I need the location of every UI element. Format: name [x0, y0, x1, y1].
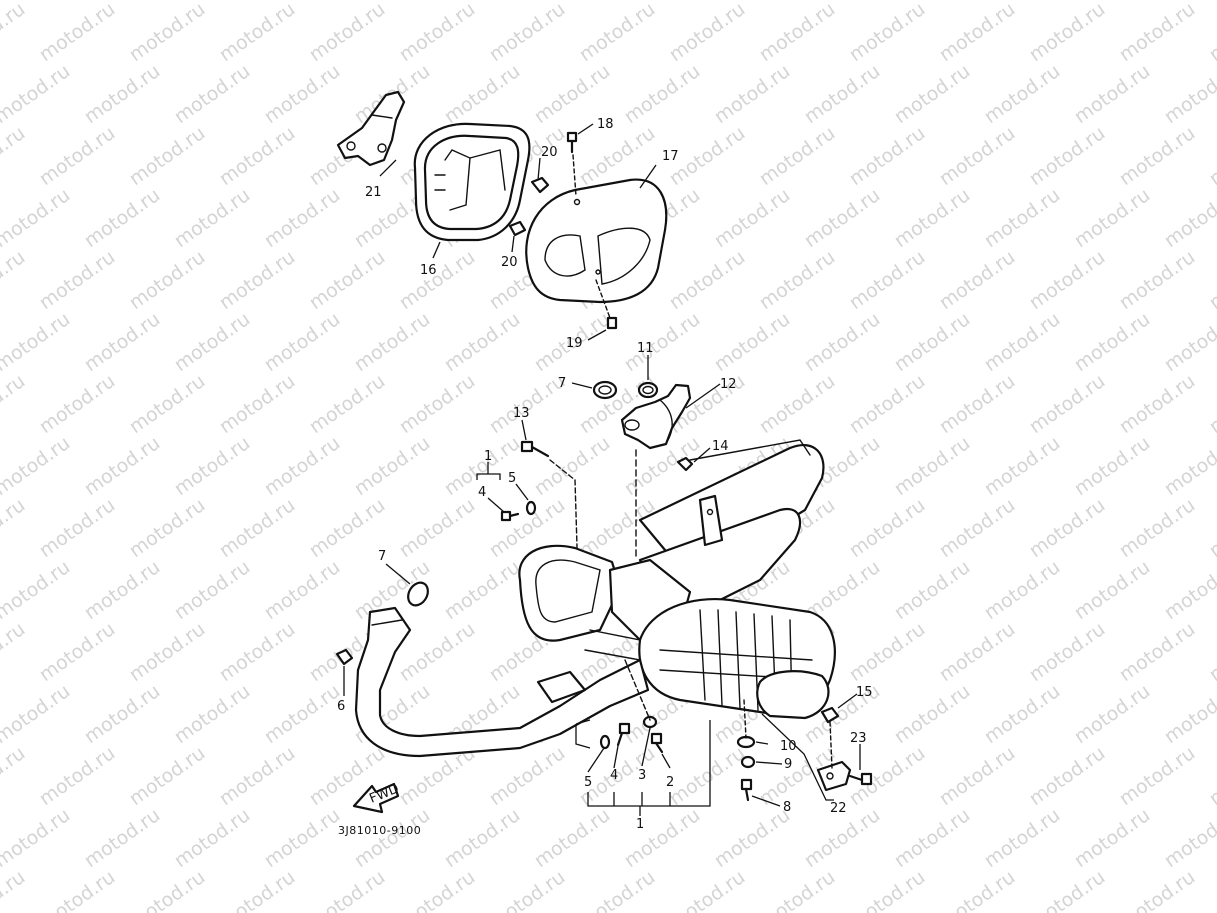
air-cleaner-case-part-16 [413, 122, 531, 242]
label-9: 9 [784, 757, 792, 772]
washer-part-5-lower [599, 734, 611, 750]
bolt-part-4-upper [500, 510, 520, 522]
alignment-lines [624, 439, 833, 769]
label-4-lower: 4 [610, 768, 618, 783]
bolt-part-2 [650, 732, 664, 754]
label-20-lower: 20 [501, 255, 518, 270]
part-labels: 21 16 20 20 18 17 19 7 11 12 13 14 1 5 4… [337, 117, 873, 832]
label-2: 2 [666, 775, 674, 790]
label-11: 11 [637, 341, 654, 356]
label-5-lower: 5 [584, 775, 592, 790]
bolt-part-13 [520, 440, 579, 581]
nut-part-14 [676, 456, 694, 472]
screw-part-18 [566, 131, 578, 197]
label-3: 3 [638, 768, 646, 783]
clip-part-20-upper [530, 176, 550, 194]
gasket-part-11 [637, 381, 659, 399]
gasket-part-7-lower [407, 581, 429, 607]
label-8: 8 [783, 800, 791, 815]
label-14: 14 [712, 439, 729, 454]
label-16: 16 [420, 263, 437, 278]
label-4-upper: 4 [478, 485, 486, 500]
label-17: 17 [662, 149, 679, 164]
joint-elbow-part-12 [620, 383, 692, 450]
muffler-assembly [518, 444, 836, 720]
label-5-upper: 5 [508, 471, 516, 486]
label-10: 10 [780, 739, 797, 754]
bracket-part-21 [336, 90, 406, 167]
bolt-part-23 [848, 772, 873, 786]
label-18: 18 [597, 117, 614, 132]
fwd-direction-arrow: FWD [352, 781, 401, 814]
label-13: 13 [513, 406, 530, 421]
label-19: 19 [566, 336, 583, 351]
bracket-part-22 [816, 760, 852, 792]
gasket-part-7-upper [592, 380, 618, 400]
washer-part-9 [740, 755, 756, 769]
label-1-upper: 1 [484, 449, 492, 464]
screw-part-19 [595, 279, 618, 330]
washer-part-3 [642, 715, 658, 729]
nut-part-6 [335, 648, 354, 666]
bolt-part-4-lower [616, 722, 631, 747]
leader-lines [343, 123, 861, 816]
air-cleaner-cover-part-17 [525, 178, 668, 304]
nut-part-15 [820, 706, 840, 724]
label-12: 12 [720, 377, 737, 392]
label-21: 21 [365, 185, 382, 200]
diagram-code: 3J81010-9100 [338, 824, 421, 837]
label-6: 6 [337, 699, 345, 714]
washer-part-5-upper [525, 500, 537, 516]
clip-part-20-lower [508, 220, 527, 237]
label-20-upper: 20 [541, 145, 558, 160]
label-7-upper: 7 [558, 376, 566, 391]
label-23: 23 [850, 731, 867, 746]
label-7-lower: 7 [378, 549, 386, 564]
label-22: 22 [830, 801, 847, 816]
bolt-part-8 [740, 778, 753, 802]
exhaust-pipe [354, 606, 650, 758]
label-1-lower: 1 [636, 817, 644, 832]
label-15: 15 [856, 685, 873, 700]
